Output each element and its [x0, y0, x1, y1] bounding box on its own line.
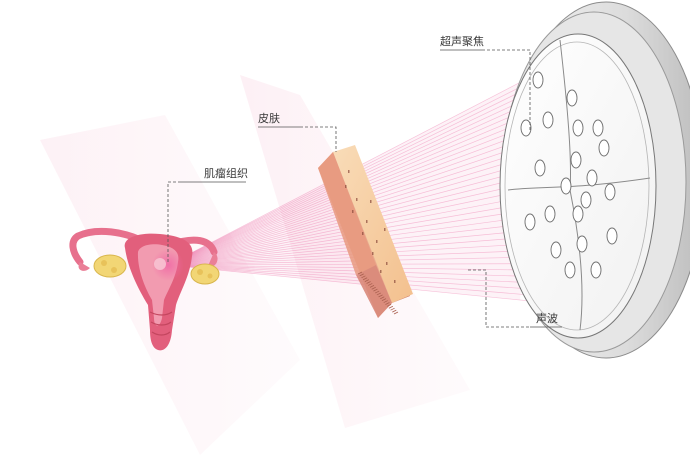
beam-line — [167, 263, 526, 266]
beam-line — [167, 264, 541, 303]
transducer-element — [524, 213, 536, 231]
skin-tick — [390, 307, 395, 311]
skin-tick — [364, 279, 370, 282]
skin-tick — [374, 290, 380, 294]
skin-tick — [381, 298, 387, 302]
transducer-element — [572, 119, 584, 137]
skin-tick — [383, 300, 388, 303]
skin-tick — [376, 292, 382, 296]
skin-tick — [369, 284, 375, 288]
transducer-element — [572, 205, 584, 223]
skin-pore — [348, 170, 350, 173]
beam-line — [167, 193, 511, 266]
transducer-element — [598, 139, 610, 157]
skin-tick — [385, 302, 390, 305]
beam-line — [167, 264, 535, 290]
beam-line — [167, 231, 516, 266]
beam-line — [167, 212, 512, 266]
leader-lines — [167, 49, 531, 328]
transducer-element — [586, 169, 598, 187]
transducer-element — [544, 205, 556, 223]
skin-pore — [394, 280, 396, 283]
skin-tick — [361, 275, 366, 279]
skin-tick — [366, 281, 371, 284]
skin-slab — [318, 145, 413, 318]
skin-tick — [368, 283, 373, 286]
fibroid-focus — [152, 249, 184, 281]
beam-line — [167, 244, 519, 266]
label-skin: 皮肤 — [258, 112, 280, 125]
beam-line — [167, 264, 538, 296]
skin-tick — [388, 305, 394, 309]
skin-pore — [366, 220, 368, 223]
skin-pore — [345, 185, 347, 188]
beam-line — [167, 199, 511, 266]
beam-line — [167, 264, 528, 271]
skin-tick — [362, 277, 368, 281]
beam-line — [167, 224, 515, 266]
skin-pore — [372, 252, 374, 255]
label-tumor: 肌瘤组织 — [204, 167, 248, 180]
uterus-illustration — [69, 227, 220, 351]
skin-pore — [356, 198, 358, 201]
skin-tick — [392, 309, 397, 313]
skin-tick — [378, 294, 383, 298]
transducer-element — [606, 227, 618, 245]
skin-pore — [362, 232, 364, 235]
transducer-element — [566, 89, 578, 107]
beam-line — [167, 250, 521, 266]
beam-line — [167, 256, 523, 266]
transducer-element — [576, 235, 588, 253]
skin-tick — [371, 286, 376, 290]
transducer-element — [520, 119, 532, 137]
transducer-element — [542, 111, 554, 129]
transducer-element — [564, 261, 576, 279]
beam-line — [167, 237, 518, 266]
skin-pore — [386, 262, 388, 265]
skin-pore — [352, 210, 354, 213]
skin-pore — [376, 240, 378, 243]
beam-line — [167, 205, 512, 266]
label-wave: 声波 — [536, 312, 558, 325]
skin-pore — [380, 270, 382, 273]
transducer-element — [590, 261, 602, 279]
beam-line — [167, 218, 513, 266]
transducer-element — [560, 177, 572, 195]
label-focus: 超声聚焦 — [440, 35, 484, 48]
skin-pore — [384, 228, 386, 231]
beam-line — [167, 264, 530, 277]
skin-tick — [386, 304, 392, 307]
skin-tick — [393, 311, 399, 315]
transducer-element — [580, 191, 592, 209]
skin-tick — [359, 273, 364, 277]
transducer-element — [592, 119, 604, 137]
transducer-element — [570, 151, 582, 169]
transducer-element — [604, 183, 616, 201]
label-underlines — [181, 49, 562, 328]
skin-tick — [373, 288, 378, 292]
skin-tick — [380, 296, 385, 300]
transducer-element — [534, 159, 546, 177]
skin-pore — [370, 200, 372, 203]
skin-tick — [357, 271, 363, 275]
transducer-element — [550, 241, 562, 259]
hifu-transducer — [499, 1, 690, 359]
beam-line — [167, 264, 533, 284]
transducer-element — [532, 71, 544, 89]
